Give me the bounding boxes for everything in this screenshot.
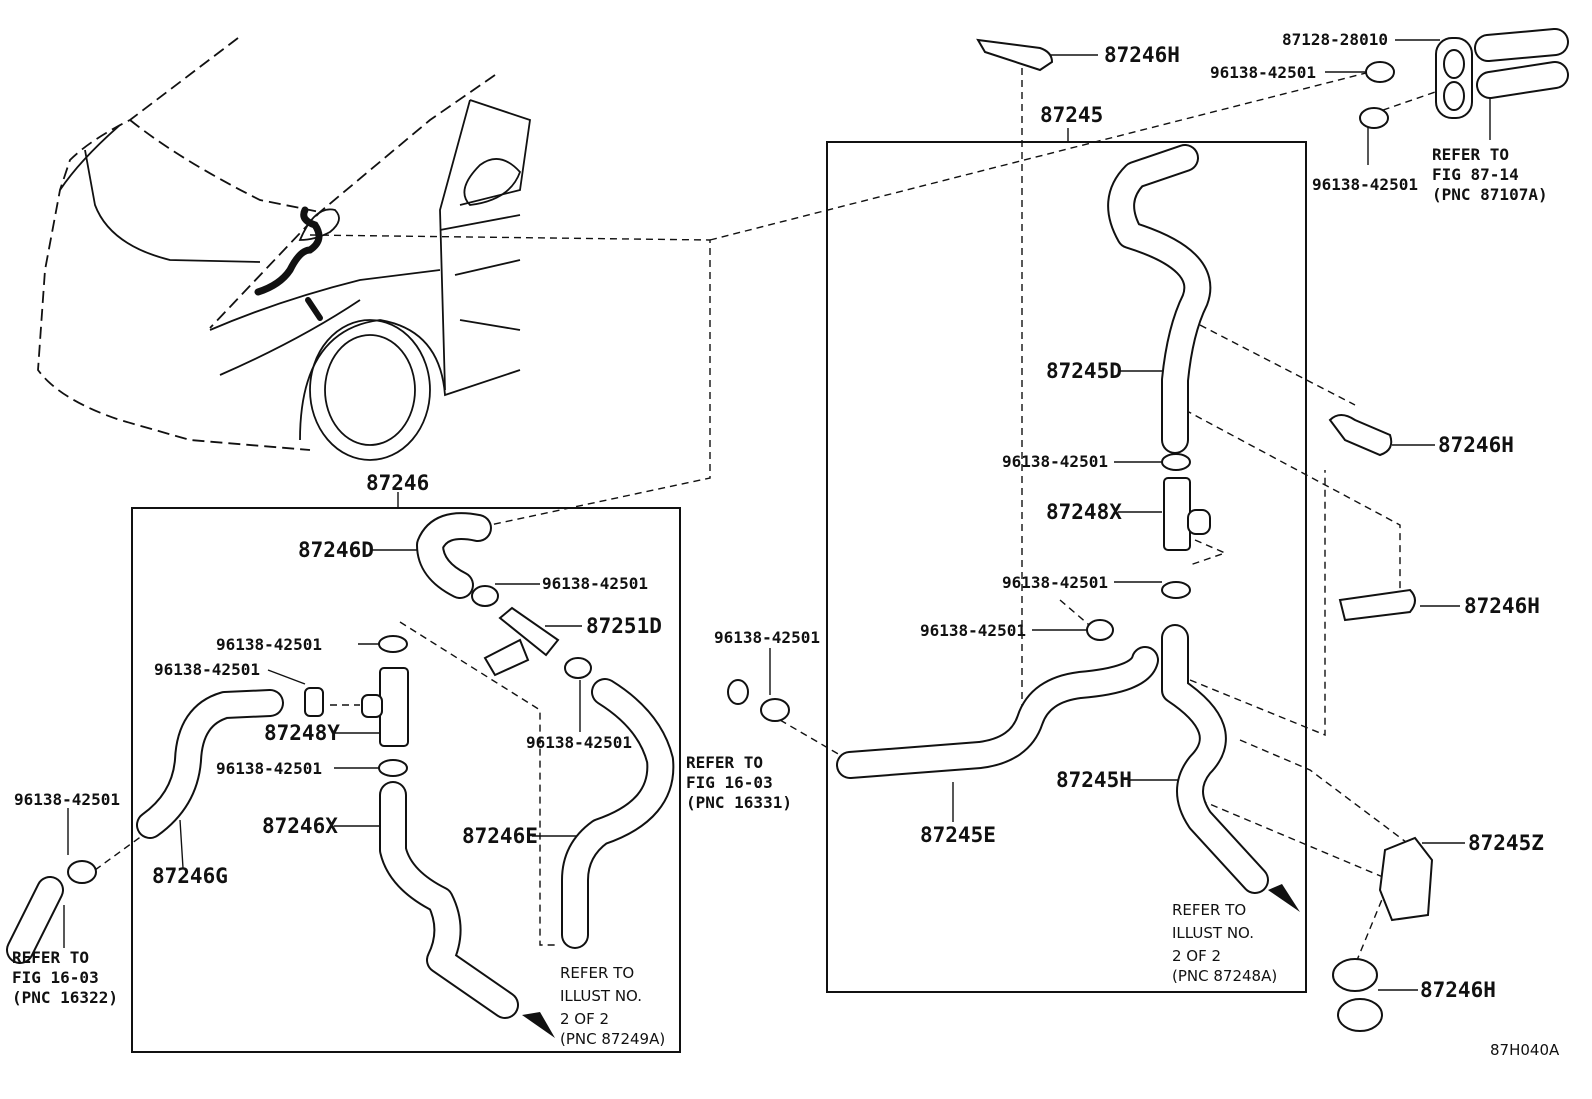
label-87245e: 87245E — [920, 823, 996, 847]
svg-text:(PNC 87249A): (PNC 87249A) — [560, 1030, 665, 1048]
label-96138-mid: 96138-42501 — [714, 628, 820, 647]
label-87246x: 87246X — [262, 814, 338, 838]
svg-text:REFER TO: REFER TO — [560, 964, 634, 982]
vehicle-outline — [37, 37, 531, 461]
label-96138-m5: 96138-42501 — [216, 759, 322, 778]
label-96138-r1: 96138-42501 — [1002, 452, 1108, 471]
svg-text:REFER TO: REFER TO — [1172, 901, 1246, 919]
svg-text:2 OF 2: 2 OF 2 — [560, 1010, 609, 1028]
svg-text:FIG 87-14: FIG 87-14 — [1432, 165, 1519, 184]
leader-lines — [63, 39, 1491, 991]
arrow-87248a — [1268, 884, 1300, 912]
svg-text:ILLUST NO.: ILLUST NO. — [560, 987, 642, 1005]
label-96138-left: 96138-42501 — [14, 790, 120, 809]
label-87246d: 87246D — [298, 538, 374, 562]
label-87245: 87245 — [1040, 103, 1103, 127]
svg-text:FIG 16-03: FIG 16-03 — [686, 773, 773, 792]
ref-mid: REFER TO FIG 16-03 (PNC 16331) — [686, 753, 792, 812]
svg-text:(PNC 87107A): (PNC 87107A) — [1432, 185, 1548, 204]
label-96138-r2: 96138-42501 — [1002, 573, 1108, 592]
ref-box-right: REFER TO ILLUST NO. 2 OF 2 (PNC 87248A) — [1172, 901, 1277, 985]
svg-text:REFER TO: REFER TO — [686, 753, 763, 772]
svg-text:FIG 16-03: FIG 16-03 — [12, 968, 99, 987]
label-96138-m2: 96138-42501 — [526, 733, 632, 752]
label-87246e: 87246E — [462, 824, 538, 848]
label-96138-m4: 96138-42501 — [154, 660, 260, 679]
group-box-87246 — [131, 507, 681, 1053]
svg-text:ILLUST NO.: ILLUST NO. — [1172, 924, 1254, 942]
label-87248y: 87248Y — [264, 721, 340, 745]
group-box-87245 — [826, 141, 1307, 993]
label-87248x: 87248X — [1046, 500, 1122, 524]
label-87246h-r2: 87246H — [1464, 594, 1540, 618]
svg-text:REFER TO: REFER TO — [12, 948, 89, 967]
label-87251d: 87251D — [586, 614, 662, 638]
ref-box-left: REFER TO ILLUST NO. 2 OF 2 (PNC 87249A) — [560, 964, 665, 1048]
label-87245z: 87245Z — [1468, 831, 1544, 855]
label-96138-tr1: 96138-42501 — [1210, 63, 1316, 82]
label-87246h-top: 87246H — [1104, 43, 1180, 67]
label-87128-28010: 87128-28010 — [1282, 30, 1388, 49]
diagram-code: 87H040A — [1490, 1041, 1560, 1059]
svg-text:2 OF 2: 2 OF 2 — [1172, 947, 1221, 965]
svg-text:(PNC 16331): (PNC 16331) — [686, 793, 792, 812]
label-96138-r3: 96138-42501 — [920, 621, 1026, 640]
ref-top-right: REFER TO FIG 87-14 (PNC 87107A) — [1432, 145, 1548, 204]
hoses — [6, 28, 1569, 1019]
label-87246h-r1: 87246H — [1438, 433, 1514, 457]
parts — [67, 37, 1473, 1032]
svg-text:(PNC 16322): (PNC 16322) — [12, 988, 118, 1007]
label-96138-m1: 96138-42501 — [542, 574, 648, 593]
arrow-87249a — [522, 1012, 555, 1038]
label-87246h-r3: 87246H — [1420, 978, 1496, 1002]
label-87246g: 87246G — [152, 864, 228, 888]
svg-text:(PNC 87248A): (PNC 87248A) — [1172, 967, 1277, 985]
ref-left: REFER TO FIG 16-03 (PNC 16322) — [12, 948, 118, 1007]
label-87245h: 87245H — [1056, 768, 1132, 792]
svg-text:REFER TO: REFER TO — [1432, 145, 1509, 164]
label-96138-m3: 96138-42501 — [216, 635, 322, 654]
label-96138-tr2: 96138-42501 — [1312, 175, 1418, 194]
label-87245d: 87245D — [1046, 359, 1122, 383]
label-87246: 87246 — [366, 471, 429, 495]
